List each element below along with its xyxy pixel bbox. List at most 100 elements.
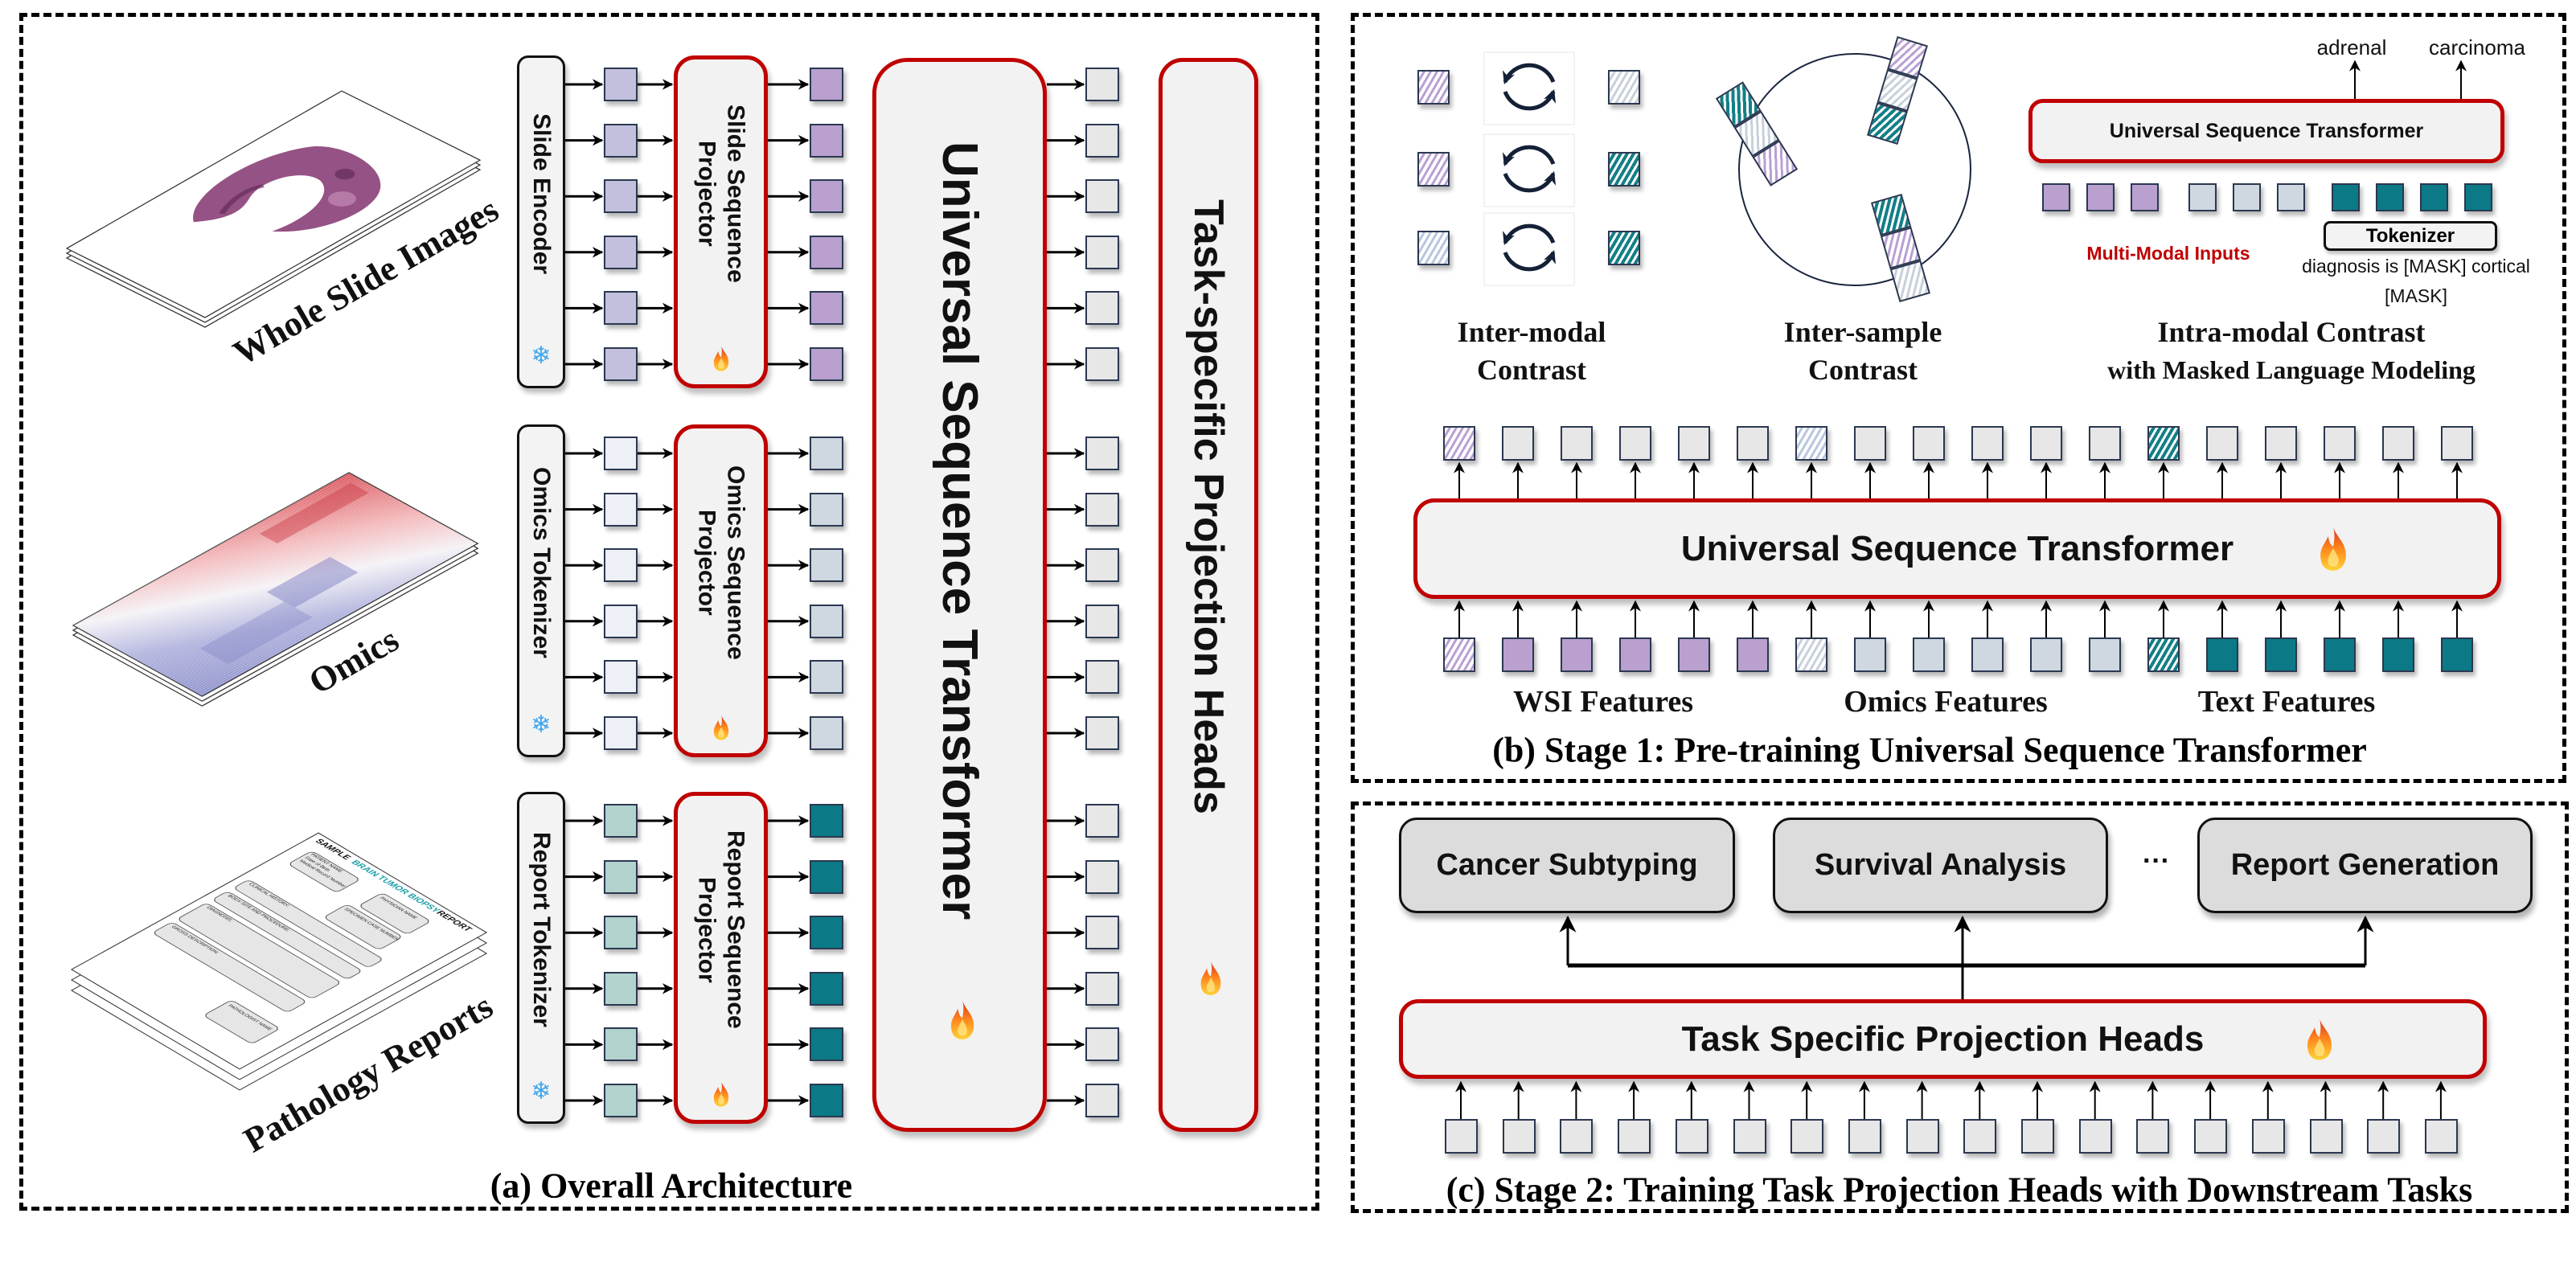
- token: [604, 68, 638, 101]
- mlm-prediction: carcinoma: [2429, 35, 2525, 59]
- token: [1085, 123, 1119, 158]
- token: [1085, 804, 1119, 838]
- panel-c-title: (c) Stage 2: Training Task Projection He…: [1446, 1170, 2473, 1210]
- token: [1085, 347, 1119, 381]
- token: [1561, 426, 1593, 461]
- token: [1085, 1084, 1119, 1117]
- token: [1913, 426, 1945, 461]
- token: [2251, 1119, 2285, 1154]
- token: [810, 916, 843, 950]
- token: [2441, 426, 2473, 461]
- token: [2376, 183, 2404, 211]
- token: [2382, 637, 2414, 672]
- token: [1795, 637, 1827, 672]
- token: [2206, 426, 2238, 461]
- token: [810, 1027, 843, 1062]
- flame-icon: [712, 1081, 730, 1107]
- token: [2441, 637, 2473, 672]
- token: [1737, 426, 1769, 461]
- swap-arrow-icon: [1503, 171, 1557, 193]
- tissue-section: [193, 146, 381, 232]
- token: [604, 859, 638, 894]
- token: [810, 1084, 843, 1117]
- token: [1085, 660, 1119, 695]
- token: [1085, 716, 1119, 750]
- token: [1085, 548, 1119, 583]
- slide-page: [65, 90, 482, 318]
- token: [2021, 1119, 2054, 1154]
- token: [1848, 1119, 1881, 1154]
- token: [1737, 637, 1769, 672]
- caption-line: Contrast: [1808, 354, 1918, 386]
- token: [2367, 1119, 2401, 1154]
- multi-modal-inputs-label: Multi-Modal Inputs: [2086, 243, 2250, 264]
- swap-arrow-icon: [1502, 63, 1556, 84]
- token: [810, 548, 843, 583]
- feature-label-text: Text Features: [2197, 685, 2376, 719]
- heads-label: Task Specific Projection Heads: [1681, 1019, 2205, 1059]
- token: [1085, 492, 1119, 527]
- tokenizer-box: Tokenizer: [2324, 221, 2497, 251]
- tokenizer-label: Tokenizer: [2365, 224, 2455, 247]
- token: [2194, 1119, 2228, 1154]
- token: [2086, 183, 2115, 211]
- swap-arrow-icon: [1503, 89, 1557, 111]
- token: [810, 716, 843, 750]
- token: [1675, 1119, 1708, 1154]
- token: [1085, 235, 1119, 269]
- token: [604, 437, 638, 470]
- caption-line: Contrast: [1477, 354, 1586, 386]
- token: [604, 660, 638, 695]
- token: [1608, 231, 1640, 265]
- token: [604, 971, 638, 1006]
- token: [1417, 152, 1450, 187]
- projector-label-line: Projector: [693, 876, 720, 983]
- feature-label-wsi: WSI Features: [1512, 685, 1694, 719]
- token: [1085, 916, 1119, 950]
- stage1-universal-sequence-transformer: Universal Sequence Transformer: [1413, 498, 2501, 599]
- panel-b-title: (b) Stage 1: Pre-training Universal Sequ…: [1492, 730, 2367, 770]
- token: [1502, 426, 1534, 461]
- token: [810, 971, 843, 1006]
- token: [810, 123, 843, 158]
- token: [1905, 1119, 1939, 1154]
- token: [2332, 183, 2360, 211]
- swap-arrow-icon: [1503, 250, 1557, 272]
- token: [810, 179, 843, 214]
- token: [2382, 426, 2414, 461]
- stage2-task-projection-heads: Task Specific Projection Heads: [1399, 999, 2487, 1079]
- token: [810, 492, 843, 527]
- token: [2309, 1119, 2343, 1154]
- feature-label-omics: Omics Features: [1844, 685, 2048, 719]
- token: [810, 68, 843, 101]
- token: [810, 604, 843, 638]
- token: [1795, 426, 1827, 461]
- projector-label-line: Projector: [693, 141, 720, 247]
- token: [1085, 179, 1119, 214]
- slide-encoder: Slide Encoder ❄: [517, 55, 565, 388]
- token: [2464, 183, 2492, 211]
- masked-text-line-2: [MASK]: [2385, 285, 2447, 306]
- caption-line: Inter-sample: [1783, 316, 1942, 348]
- token: [1678, 637, 1710, 672]
- token: [1085, 971, 1119, 1006]
- token: [2131, 183, 2159, 211]
- flame-icon: [712, 715, 730, 740]
- token: [2030, 426, 2062, 461]
- flame-icon: [712, 346, 730, 371]
- projector-label-line: Report Sequence: [722, 830, 749, 1029]
- swap-arrow-icon: [1502, 145, 1556, 166]
- mlm-transformer-label: Universal Sequence Transformer: [2109, 119, 2424, 142]
- token: [604, 1084, 638, 1117]
- token: [1790, 1119, 1824, 1154]
- token: [2265, 426, 2297, 461]
- token: [1608, 152, 1640, 187]
- token: [2147, 637, 2180, 672]
- token: [2265, 637, 2297, 672]
- universal-sequence-transformer: Universal Sequence Transformer: [872, 58, 1047, 1132]
- task-report-generation: Report Generation: [2197, 818, 2533, 913]
